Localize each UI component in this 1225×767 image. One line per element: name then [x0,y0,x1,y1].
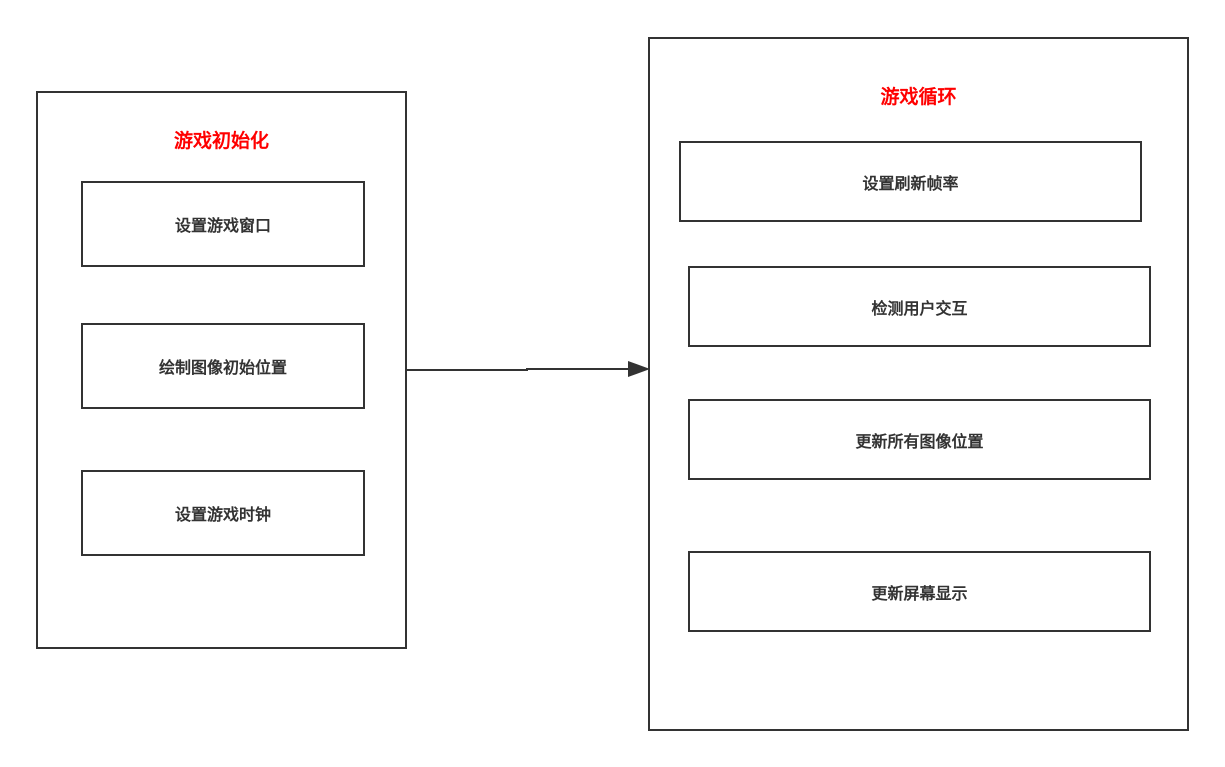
init-step-set-window: 设置游戏窗口 [81,181,365,267]
init-step-draw-initial-positions: 绘制图像初始位置 [81,323,365,409]
init-step-set-clock: 设置游戏时钟 [81,470,365,556]
loop-step-set-frame-rate: 设置刷新帧率 [679,141,1142,222]
init-group-frame: 游戏初始化 设置游戏窗口 绘制图像初始位置 设置游戏时钟 [36,91,407,649]
connector-line [407,368,630,371]
loop-step-update-image-positions: 更新所有图像位置 [688,399,1151,480]
loop-step-update-screen-display: 更新屏幕显示 [688,551,1151,632]
loop-group-title: 游戏循环 [880,86,957,108]
init-group-title: 游戏初始化 [173,130,269,152]
arrow-right-icon [628,361,650,377]
loop-group-frame: 游戏循环 设置刷新帧率 检测用户交互 更新所有图像位置 更新屏幕显示 [648,37,1189,731]
loop-step-detect-user-interaction: 检测用户交互 [688,266,1151,347]
